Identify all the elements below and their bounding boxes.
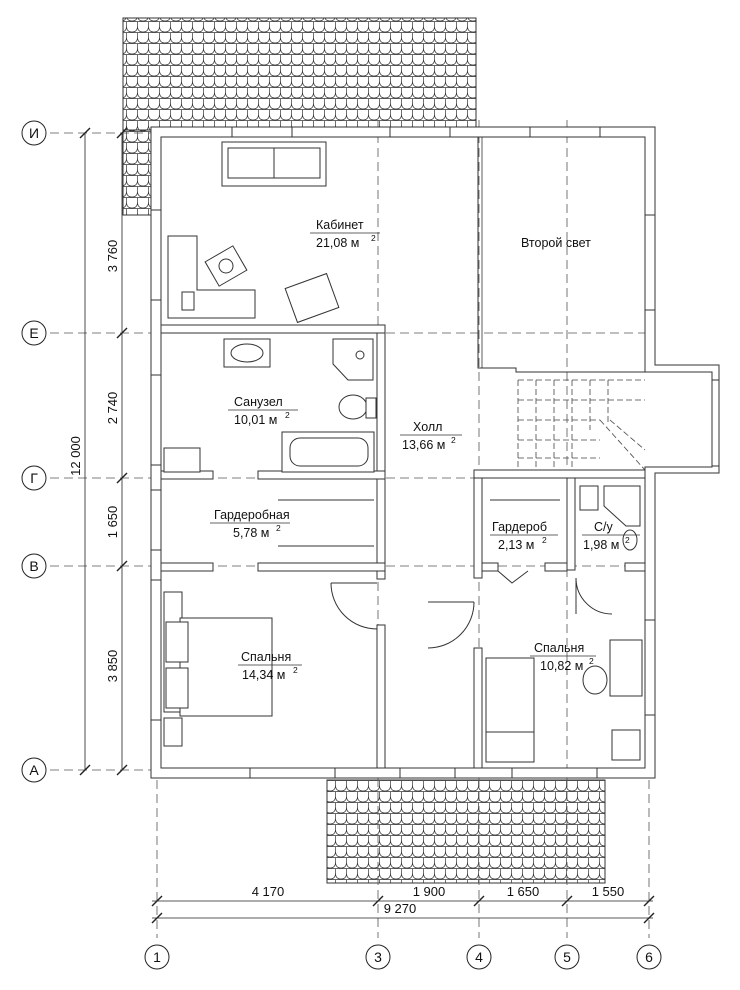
svg-text:Второй свет: Второй свет <box>521 236 591 250</box>
svg-text:Спальня: Спальня <box>534 641 584 655</box>
svg-text:Е: Е <box>29 325 38 341</box>
svg-text:Спальня: Спальня <box>241 650 291 664</box>
axis-bubble-G: Г <box>21 465 47 491</box>
axis-bubble-4: 4 <box>466 944 492 970</box>
study-furniture <box>167 141 340 324</box>
stairs <box>517 379 646 471</box>
svg-text:2: 2 <box>451 435 456 445</box>
svg-text:2: 2 <box>589 656 594 666</box>
axis-bubble-5: 5 <box>554 944 580 970</box>
svg-text:4: 4 <box>475 949 483 965</box>
svg-text:3: 3 <box>374 949 382 965</box>
svg-text:1 900: 1 900 <box>413 884 446 899</box>
exterior-walls <box>150 126 720 779</box>
svg-text:В: В <box>29 558 38 574</box>
svg-text:А: А <box>29 762 39 778</box>
svg-text:2: 2 <box>371 233 376 243</box>
roof-upper <box>122 17 477 216</box>
svg-text:2 740: 2 740 <box>105 392 120 425</box>
svg-text:2: 2 <box>285 410 290 420</box>
bathroom-fixtures <box>163 338 377 473</box>
horizontal-dimensions: 4 170 1 900 1 650 1 550 9 270 <box>151 884 655 924</box>
axis-bubble-3: 3 <box>365 944 391 970</box>
axis-bubble-1: 1 <box>144 944 170 970</box>
roof-lower <box>326 779 606 884</box>
room-label-holl: Холл 13,66 м 2 <box>400 420 462 452</box>
svg-text:6: 6 <box>645 949 653 965</box>
svg-text:Кабинет: Кабинет <box>316 218 364 232</box>
vertical-dimensions: 3 760 2 740 1 650 3 850 12 000 <box>68 127 128 776</box>
svg-text:1 550: 1 550 <box>592 884 625 899</box>
axis-bubble-A: А <box>21 757 47 783</box>
svg-text:1 650: 1 650 <box>507 884 540 899</box>
svg-text:1 650: 1 650 <box>105 506 120 539</box>
svg-text:12 000: 12 000 <box>68 436 83 476</box>
room-label-kabinet: Кабинет 21,08 м 2 <box>310 218 380 250</box>
svg-text:С/у: С/у <box>594 520 614 534</box>
bedroom-furniture <box>163 485 643 763</box>
axis-bubble-6: 6 <box>636 944 662 970</box>
room-label-garderobnaya: Гардеробная 5,78 м 2 <box>210 508 290 540</box>
svg-text:3 760: 3 760 <box>105 240 120 273</box>
room-label-spalnya-1: Спальня 14,34 м 2 <box>238 650 302 682</box>
svg-text:2,13 м: 2,13 м <box>498 538 534 552</box>
svg-text:Гардероб: Гардероб <box>492 520 547 534</box>
svg-text:4 170: 4 170 <box>252 884 285 899</box>
room-label-garderob: Гардероб 2,13 м 2 <box>490 520 558 552</box>
axis-bubble-V: В <box>21 553 47 579</box>
svg-text:3 850: 3 850 <box>105 650 120 683</box>
svg-text:Холл: Холл <box>413 420 442 434</box>
svg-text:Г: Г <box>30 470 38 486</box>
svg-text:Санузел: Санузел <box>234 395 283 409</box>
svg-text:14,34 м: 14,34 м <box>242 668 285 682</box>
room-label-spalnya-2: Спальня 10,82 м 2 <box>530 641 596 673</box>
axis-bubble-I: И <box>21 120 47 146</box>
svg-text:2: 2 <box>625 535 630 545</box>
room-label-su: С/у 1,98 м 2 <box>582 520 640 552</box>
svg-text:13,66 м: 13,66 м <box>402 438 445 452</box>
svg-text:2: 2 <box>276 523 281 533</box>
svg-text:1,98 м: 1,98 м <box>583 538 619 552</box>
axis-bubble-E: Е <box>21 320 47 346</box>
svg-text:9 270: 9 270 <box>384 901 417 916</box>
axis-bubbles: И Е Г В А 1 3 4 <box>21 120 662 970</box>
svg-text:1: 1 <box>153 949 161 965</box>
svg-text:21,08 м: 21,08 м <box>316 236 359 250</box>
svg-text:2: 2 <box>542 535 547 545</box>
room-label-vtoroy-svet: Второй свет <box>521 236 591 250</box>
room-label-sanuzel: Санузел 10,01 м 2 <box>228 395 298 427</box>
svg-text:5,78 м: 5,78 м <box>233 526 269 540</box>
svg-text:2: 2 <box>293 665 298 675</box>
svg-text:10,82 м: 10,82 м <box>540 659 583 673</box>
svg-text:5: 5 <box>563 949 571 965</box>
svg-text:Гардеробная: Гардеробная <box>214 508 290 522</box>
svg-text:10,01 м: 10,01 м <box>234 413 277 427</box>
svg-text:И: И <box>29 125 39 141</box>
doors <box>330 570 613 649</box>
room-labels: Кабинет 21,08 м 2 Второй свет Санузел 10… <box>210 218 640 682</box>
wardrobe-rails <box>278 499 560 547</box>
interior-walls <box>160 324 646 769</box>
